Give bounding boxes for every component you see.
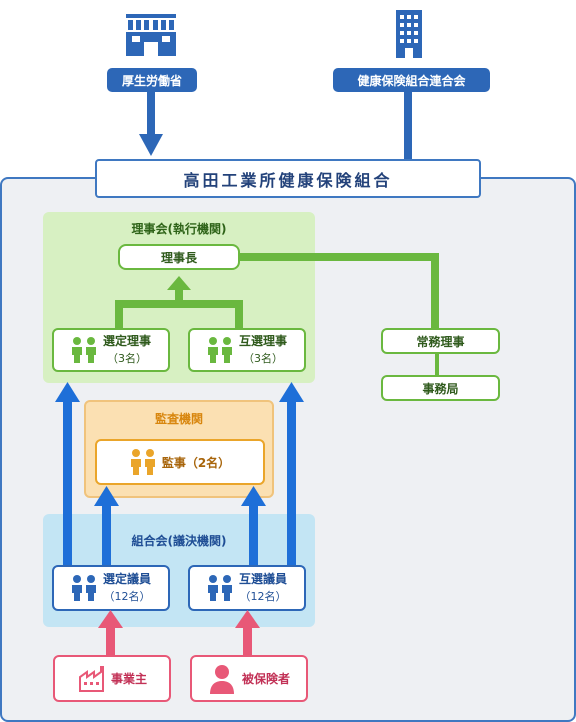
- elected-member-label: 互選議員: [238, 572, 287, 586]
- org-title: 高田工業所健康保険組合: [95, 159, 481, 198]
- elected-director-label: 互選理事: [238, 334, 287, 348]
- arrow-shaft-outer-left: [63, 400, 72, 572]
- tower-building-icon: [394, 10, 424, 58]
- board-title: 理事会(執行機関): [131, 222, 227, 236]
- employer-label: 事業主: [110, 672, 147, 686]
- chair-box: 理事長: [118, 244, 240, 270]
- insured-box: 被保険者: [190, 655, 308, 702]
- person-icon: [208, 664, 236, 694]
- people-icon: [207, 337, 233, 363]
- board-connector-arrow: [115, 276, 243, 330]
- office-box: 事務局: [381, 375, 500, 401]
- elected-director-box: 互選理事 （3名）: [188, 328, 306, 372]
- managing-office-connector: [435, 352, 439, 376]
- appointed-director-box: 選定理事 （3名）: [52, 328, 170, 372]
- arrow-shaft-inner-right: [249, 505, 258, 572]
- appointed-member-box: 選定議員 （12名）: [52, 565, 170, 611]
- appointed-member-count: （12名）: [103, 590, 151, 603]
- arrow-head-outer-left: [55, 382, 80, 402]
- factory-icon: [77, 665, 105, 693]
- audit-title: 監査機関: [154, 412, 203, 426]
- mhlw-arrow-head: [139, 134, 163, 156]
- arrow-head-outer-right: [279, 382, 304, 402]
- elected-member-box: 互選議員 （12名）: [188, 565, 306, 611]
- employer-arrow-shaft: [106, 626, 115, 656]
- federation-label: 健康保険組合連合会: [333, 68, 490, 92]
- insured-label: 被保険者: [241, 672, 290, 686]
- arrow-shaft-inner-left: [102, 505, 111, 572]
- arrow-head-inner-right: [241, 486, 266, 506]
- managing-director-box: 常務理事: [381, 328, 500, 354]
- people-icon: [130, 449, 156, 475]
- people-icon: [207, 575, 233, 601]
- ministry-building-icon: [124, 12, 178, 56]
- arrow-shaft-outer-right: [287, 400, 296, 572]
- people-icon: [71, 337, 97, 363]
- people-icon: [71, 575, 97, 601]
- chair-managing-connector-h: [240, 253, 439, 261]
- employer-box: 事業主: [53, 655, 171, 702]
- auditor-box: 監事（2名）: [95, 439, 265, 485]
- federation-connector: [404, 92, 412, 160]
- elected-member-count: （12名）: [239, 590, 287, 603]
- appointed-director-label: 選定理事: [102, 334, 151, 348]
- chair-managing-connector-v: [431, 253, 439, 328]
- assembly-title: 組合会(議決機関): [131, 534, 227, 548]
- insured-arrow-shaft: [243, 626, 252, 656]
- arrow-head-inner-left: [94, 486, 119, 506]
- elected-director-count: （3名）: [242, 352, 283, 365]
- appointed-member-label: 選定議員: [102, 572, 151, 586]
- auditor-label: 監事（2名）: [161, 455, 231, 470]
- insured-arrow-head: [235, 610, 260, 628]
- appointed-director-count: （3名）: [106, 352, 147, 365]
- mhlw-arrow-shaft: [147, 92, 155, 136]
- employer-arrow-head: [98, 610, 123, 628]
- mhlw-label: 厚生労働省: [107, 68, 197, 92]
